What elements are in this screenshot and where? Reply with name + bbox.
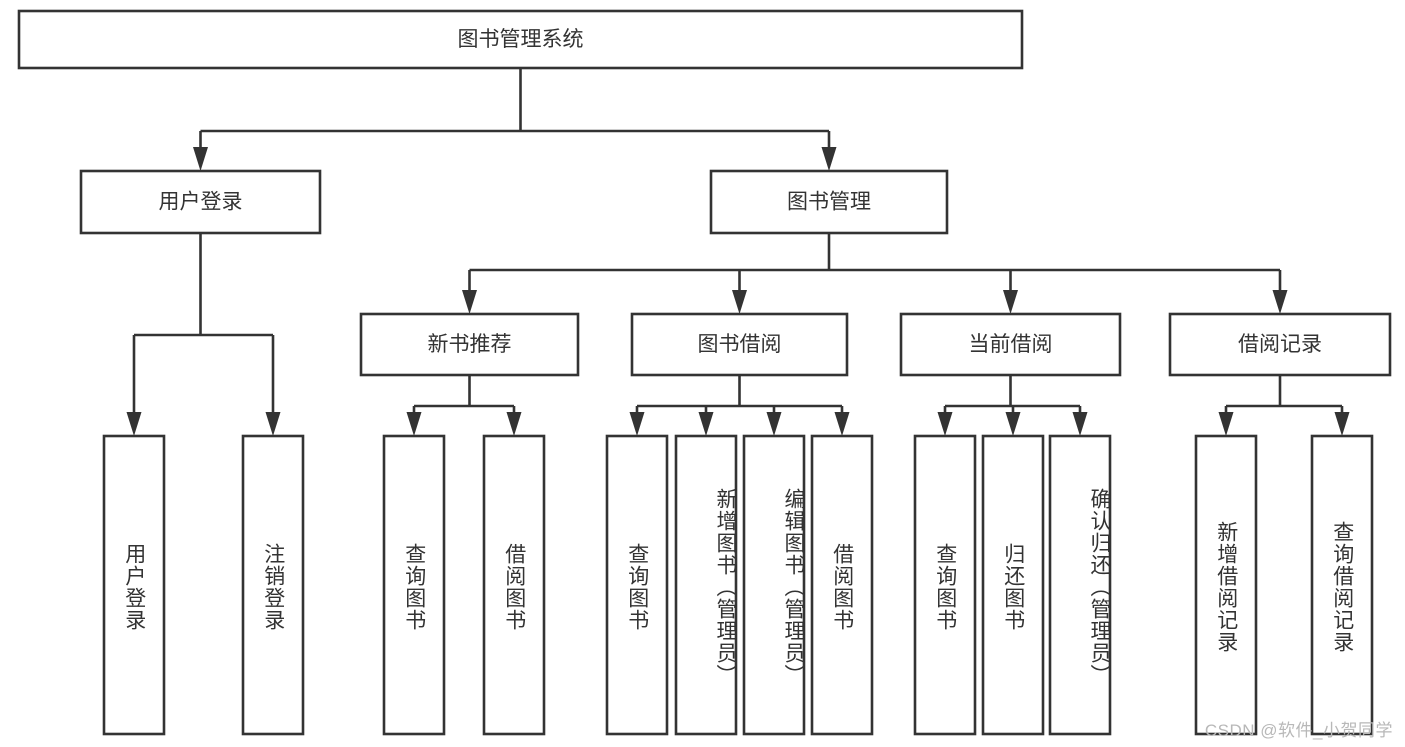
node-leaf-borrow-book-1[interactable] [482, 434, 546, 736]
node-label: 图书管理系统 [458, 28, 584, 51]
edges-layer [126, 68, 1350, 436]
node-leaf-query-book-3[interactable] [913, 434, 977, 736]
watermark-text: CSDN @软件_小贺同学 [1204, 721, 1393, 740]
node-leaf-confirm-return[interactable] [1048, 434, 1112, 736]
node-box[interactable] [630, 312, 849, 377]
edge-group-book-manage [462, 233, 1288, 314]
node-leaf-return-book[interactable] [981, 434, 1045, 736]
node-leaf-query-book-1[interactable] [382, 434, 446, 736]
node-borrow-record[interactable]: 借阅记录 [1168, 312, 1392, 377]
edge-group-root [193, 68, 837, 171]
node-box[interactable] [102, 434, 166, 736]
node-label: 图书管理 [787, 191, 871, 214]
node-label: 新书推荐 [428, 333, 512, 356]
node-box[interactable] [17, 9, 1024, 70]
node-box[interactable] [605, 434, 669, 736]
node-box[interactable] [359, 312, 580, 377]
node-box[interactable] [482, 434, 546, 736]
node-leaf-user-logout[interactable] [241, 434, 305, 736]
edge-group-borrow-record [1218, 375, 1350, 436]
node-box[interactable] [1048, 434, 1112, 736]
edge-group-new-book-recommend [406, 375, 522, 436]
node-box[interactable] [79, 169, 322, 235]
node-user-login[interactable]: 用户登录 [79, 169, 322, 235]
node-new-book-recommend[interactable]: 新书推荐 [359, 312, 580, 377]
node-box[interactable] [1310, 434, 1374, 736]
node-leaf-borrow-book-2[interactable] [810, 434, 874, 736]
node-leaf-add-book[interactable] [674, 434, 738, 736]
edge-group-user-login [126, 233, 281, 436]
node-box[interactable] [1168, 312, 1392, 377]
node-label: 当前借阅 [969, 333, 1053, 356]
node-label: 图书借阅 [698, 333, 782, 356]
node-box[interactable] [1194, 434, 1258, 736]
node-label: 用户登录 [159, 191, 243, 214]
node-label: 借阅记录 [1238, 333, 1322, 356]
node-leaf-query-record[interactable] [1310, 434, 1374, 736]
node-box[interactable] [913, 434, 977, 736]
node-leaf-add-record[interactable] [1194, 434, 1258, 736]
node-leaf-query-book-2[interactable] [605, 434, 669, 736]
node-box[interactable] [742, 434, 806, 736]
node-book-manage[interactable]: 图书管理 [709, 169, 949, 235]
node-book-borrow[interactable]: 图书借阅 [630, 312, 849, 377]
node-box[interactable] [709, 169, 949, 235]
node-box[interactable] [981, 434, 1045, 736]
node-leaf-user-login[interactable] [102, 434, 166, 736]
node-box[interactable] [674, 434, 738, 736]
node-box[interactable] [810, 434, 874, 736]
node-box[interactable] [382, 434, 446, 736]
node-box[interactable] [241, 434, 305, 736]
node-root-图书管理系统[interactable]: 图书管理系统 [17, 9, 1024, 70]
edge-group-book-borrow [629, 375, 850, 436]
node-box[interactable] [899, 312, 1122, 377]
node-current-borrow[interactable]: 当前借阅 [899, 312, 1122, 377]
node-leaf-edit-book[interactable] [742, 434, 806, 736]
edge-group-current-borrow [937, 375, 1088, 436]
